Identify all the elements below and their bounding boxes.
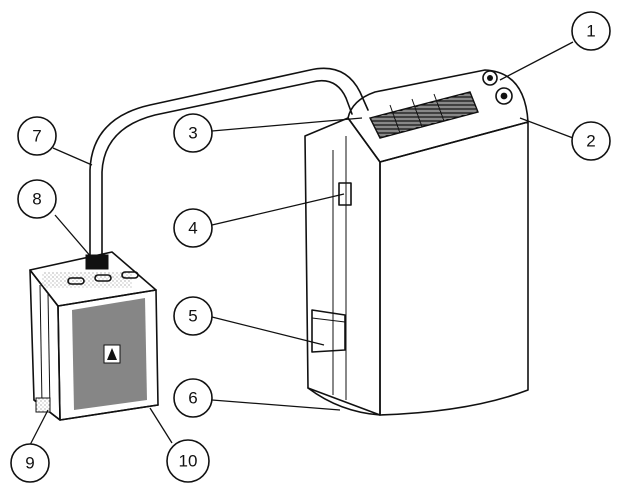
callout-label-5: 5 <box>188 307 197 326</box>
leader-6 <box>211 399 341 411</box>
connecting-hose <box>89 67 369 266</box>
callout-label-10: 10 <box>179 452 198 471</box>
callout-9: 9 <box>10 443 50 483</box>
leader-5 <box>211 316 325 346</box>
callout-3: 3 <box>173 113 213 153</box>
callout-5: 5 <box>173 296 213 336</box>
callout-label-2: 2 <box>586 132 595 151</box>
callout-10: 10 <box>166 439 210 483</box>
indoor-unit <box>304 69 529 416</box>
callout-2: 2 <box>571 121 611 161</box>
callout-7: 7 <box>17 116 57 156</box>
callout-label-6: 6 <box>188 389 197 408</box>
callout-label-9: 9 <box>25 454 34 473</box>
leader-2 <box>519 117 574 139</box>
callout-label-7: 7 <box>32 127 41 146</box>
leader-lines <box>29 41 574 446</box>
callout-1: 1 <box>571 11 611 51</box>
callout-4: 4 <box>173 208 213 248</box>
callout-label-3: 3 <box>188 124 197 143</box>
leader-4 <box>211 193 345 226</box>
callout-8: 8 <box>17 179 57 219</box>
callout-label-1: 1 <box>586 22 595 41</box>
leader-3 <box>211 117 363 132</box>
outdoor-unit <box>29 251 159 421</box>
leader-9 <box>29 409 49 446</box>
callout-label-8: 8 <box>32 190 41 209</box>
leader-1 <box>499 41 574 81</box>
leader-8 <box>54 214 93 259</box>
leader-10 <box>149 407 173 444</box>
callout-label-4: 4 <box>188 219 197 238</box>
callout-6: 6 <box>173 378 213 418</box>
leader-7 <box>52 147 93 166</box>
